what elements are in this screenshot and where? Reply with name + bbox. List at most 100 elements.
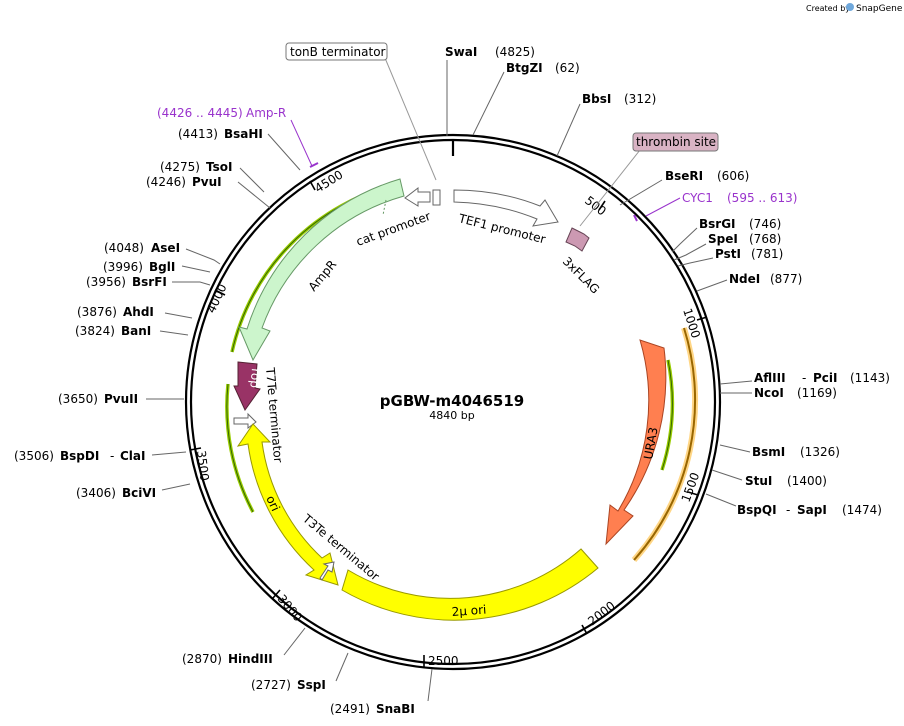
site-bspqi-dash: - bbox=[786, 503, 790, 517]
site-bsrfi-name: BsrFI bbox=[132, 275, 167, 289]
cyc1-range: (595 .. 613) bbox=[727, 191, 797, 205]
primer-arcs bbox=[225, 182, 699, 562]
site-bseri-name: BseRI bbox=[665, 169, 703, 183]
two-micron-ori-arc bbox=[341, 548, 599, 621]
site-pvui-pos: (4246) bbox=[146, 175, 186, 189]
site-afliii-pos: (1143) bbox=[850, 371, 890, 385]
tick-label-3500: 3500 bbox=[194, 450, 212, 482]
thrombin-site-label: thrombin site bbox=[636, 135, 716, 149]
site-bsahi-pos: (4413) bbox=[178, 127, 218, 141]
site-ahdi-name: AhdI bbox=[123, 305, 154, 319]
site-bgli-name: BglI bbox=[149, 260, 175, 274]
site-tsoi-name: TsoI bbox=[206, 160, 232, 174]
site-hindiii-name: HindIII bbox=[228, 652, 273, 666]
plasmid-name: pGBW-m4046519 bbox=[380, 392, 524, 410]
ura3-label: URA3 bbox=[641, 426, 660, 460]
tonb-terminator-box bbox=[285, 42, 388, 61]
site-pvui-name: PvuI bbox=[192, 175, 222, 189]
site-ahdi-pos: (3876) bbox=[77, 305, 117, 319]
site-stui-name: StuI bbox=[745, 474, 772, 488]
thrombin-site-box bbox=[632, 132, 719, 152]
site-ncoi-pos: (1169) bbox=[797, 386, 837, 400]
site-bspqi-pos: (1474) bbox=[842, 503, 882, 517]
site-bspdi-pos: (3506) bbox=[14, 449, 54, 463]
site-stui-pos: (1400) bbox=[787, 474, 827, 488]
site-pvuii-pos: (3650) bbox=[58, 392, 98, 406]
site-bcivi-name: BciVI bbox=[122, 486, 156, 500]
snapgene-logo-icon bbox=[846, 3, 854, 11]
site-bseri-pos: (606) bbox=[717, 169, 749, 183]
site-afliii-name: AflIII bbox=[754, 371, 786, 385]
site-snabi-pos: (2491) bbox=[330, 702, 370, 716]
site-bbsi-name: BbsI bbox=[582, 92, 611, 106]
site-bsrgi-name: BsrGI bbox=[699, 217, 736, 231]
site-sapi-name: SapI bbox=[797, 503, 827, 517]
t7te-terminator-label: T7Te terminator bbox=[263, 366, 285, 463]
two-micron-ori-label: 2μ ori bbox=[451, 603, 487, 619]
site-pcii-name: PciI bbox=[813, 371, 838, 385]
site-labels: SwaI (4825) BtgZI (62) BbsI (312) BseRI … bbox=[14, 45, 890, 716]
cat-promoter-arrow bbox=[404, 186, 431, 207]
tick-label-3000: 3000 bbox=[275, 592, 305, 624]
rop-arrow bbox=[233, 361, 261, 411]
site-bspdi-name: BspDI bbox=[60, 449, 99, 463]
credit-brand: SnapGene bbox=[856, 4, 903, 14]
credit-prefix: Created by bbox=[806, 4, 850, 13]
ampr-arrow bbox=[238, 178, 405, 362]
site-bgli-pos: (3996) bbox=[103, 260, 143, 274]
site-btgzi-name: BtgZI bbox=[506, 61, 543, 75]
region-labels: (4426 .. 4445) Amp-R CYC1 (595 .. 613) bbox=[157, 106, 797, 222]
t3te-terminator-arrow bbox=[319, 561, 335, 581]
ampr-label: AmpR bbox=[306, 257, 340, 293]
ura3-primer-arc bbox=[633, 327, 697, 561]
snapgene-credit: Created by SnapGene bbox=[806, 3, 903, 14]
ori-label: ori bbox=[263, 493, 282, 513]
backbone-outer-circle bbox=[184, 133, 722, 671]
site-btgzi-pos: (62) bbox=[555, 61, 580, 75]
site-asei-pos: (4048) bbox=[104, 241, 144, 255]
site-bspqi-name: BspQI bbox=[737, 503, 777, 517]
flag-arrow bbox=[565, 227, 590, 252]
site-pvuii-name: PvuII bbox=[104, 392, 138, 406]
site-tsoi-pos: (4275) bbox=[160, 160, 200, 174]
cyc1-name: CYC1 bbox=[682, 191, 713, 205]
ura3-arrow bbox=[605, 339, 667, 546]
site-bani-name: BanI bbox=[121, 324, 151, 338]
site-bsrgi-pos: (746) bbox=[749, 217, 781, 231]
flag-label: 3xFLAG bbox=[560, 254, 602, 296]
site-bcivi-pos: (3406) bbox=[76, 486, 116, 500]
tonb-terminator-mark bbox=[432, 189, 441, 206]
site-ncoi-name: NcoI bbox=[754, 386, 784, 400]
site-snabi-name: SnaBI bbox=[376, 702, 415, 716]
tonb-terminator-label: tonB terminator bbox=[290, 45, 386, 59]
tick-label-2500: 2500 bbox=[428, 654, 459, 668]
plasmid-length: 4840 bp bbox=[429, 409, 474, 422]
backbone bbox=[184, 133, 722, 671]
site-clai-name: ClaI bbox=[120, 449, 145, 463]
cat-promoter-label: cat promoter bbox=[354, 209, 432, 249]
site-bsahi-name: BsaHI bbox=[224, 127, 263, 141]
site-spei-pos: (768) bbox=[749, 232, 781, 246]
boxed-labels: tonB terminator thrombin site bbox=[285, 42, 719, 227]
tef1-promoter-arrow bbox=[453, 189, 559, 227]
ori-arrow bbox=[236, 423, 339, 586]
site-ndei-name: NdeI bbox=[729, 272, 760, 286]
rop-label: rop bbox=[247, 368, 263, 389]
site-spei-name: SpeI bbox=[708, 232, 738, 246]
site-bspdi-dash: - bbox=[110, 449, 114, 463]
site-connectors bbox=[146, 60, 753, 702]
site-bsmi-pos: (1326) bbox=[800, 445, 840, 459]
site-psti-name: PstI bbox=[715, 247, 741, 261]
site-afliii-dash: - bbox=[802, 371, 806, 385]
amp-r-name: Amp-R bbox=[246, 106, 286, 120]
site-swai-name: SwaI bbox=[445, 45, 477, 59]
site-bsmi-name: BsmI bbox=[752, 445, 785, 459]
site-bbsi-pos: (312) bbox=[624, 92, 656, 106]
site-asei-name: AseI bbox=[151, 241, 180, 255]
site-bani-pos: (3824) bbox=[75, 324, 115, 338]
site-swai-pos: (4825) bbox=[495, 45, 535, 59]
plasmid-title: pGBW-m4046519 4840 bp bbox=[380, 392, 524, 422]
site-hindiii-pos: (2870) bbox=[182, 652, 222, 666]
site-psti-pos: (781) bbox=[751, 247, 783, 261]
